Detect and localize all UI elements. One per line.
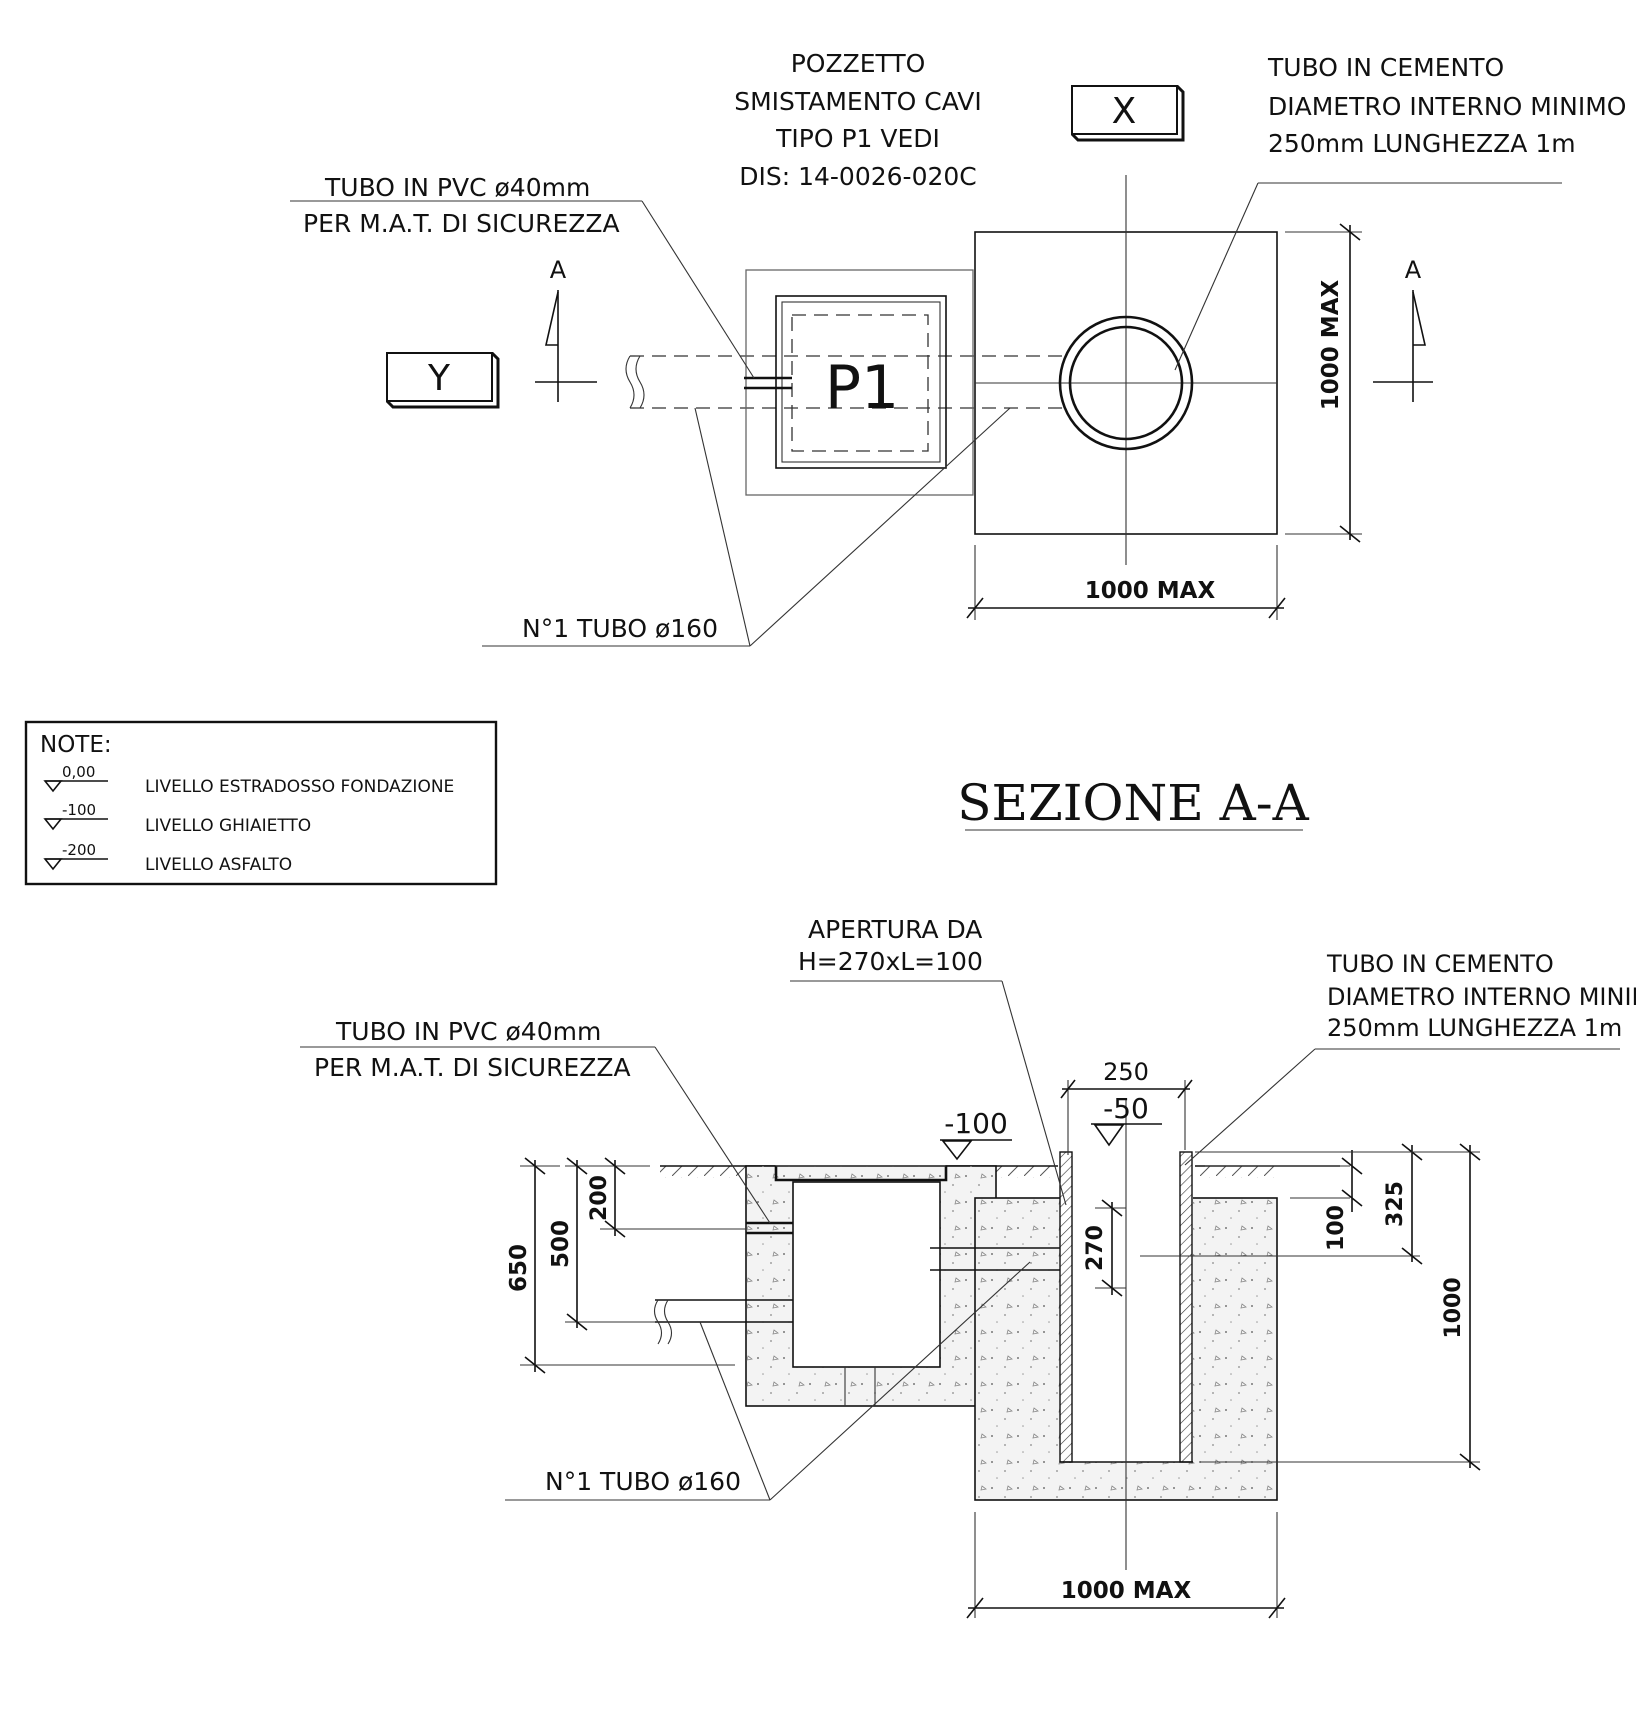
plan-view: POZZETTO SMISTAMENTO CAVI TIPO P1 VEDI D… [290,49,1626,647]
pozzetto-line-2: SMISTAMENTO CAVI [734,87,982,116]
dim-100: 100 [1205,1150,1363,1251]
label-y-box: Y [385,351,500,409]
note-item: -200 LIVELLO ASFALTO [43,841,292,875]
svg-text:-100: -100 [62,801,96,819]
svg-text:-200: -200 [62,841,96,859]
section-title: SEZIONE A-A [957,774,1309,832]
p1-label: P1 [825,353,899,423]
section-mark-right: A [1373,256,1433,402]
dim-width-section-label: 1000 MAX [1061,1578,1192,1604]
label-y: Y [427,358,451,399]
dim-width-section: 1000 MAX [966,1512,1286,1619]
svg-text:250: 250 [1103,1058,1149,1086]
section-tubo-cemento-2: DIAMETRO INTERNO MINIMO [1327,983,1636,1011]
svg-text:-50: -50 [1103,1092,1149,1125]
pozzetto-p1-plan: P1 [744,269,974,496]
svg-text:100: 100 [1324,1205,1349,1251]
section-tubo-cemento-1: TUBO IN CEMENTO [1326,950,1554,978]
tubo-cemento-line-3: 250mm LUNGHEZZA 1m [1268,129,1576,158]
pozzetto-line-4: DIS: 14-0026-020C [739,162,977,191]
label-x: X [1112,91,1137,132]
pipe-160-plan [625,355,1065,409]
section-tubo-pvc-1: TUBO IN PVC ø40mm [335,1017,601,1046]
svg-text:LIVELLO ESTRADOSSO FONDAZIONE: LIVELLO ESTRADOSSO FONDAZIONE [145,777,454,797]
svg-text:A: A [550,256,567,284]
svg-text:200: 200 [587,1175,612,1221]
pozzetto-line-1: POZZETTO [791,49,926,78]
svg-text:LIVELLO GHIAIETTO: LIVELLO GHIAIETTO [145,816,311,836]
svg-text:270: 270 [1083,1225,1108,1271]
note-item: -100 LIVELLO GHIAIETTO [43,801,311,836]
dim-650: 650 [506,1157,735,1374]
dim-270: 270 [1083,1199,1126,1297]
section-view: SEZIONE A-A APERTURA DA H=270xL=100 TUBO… [300,774,1636,1619]
dim-width-plan: 1000 MAX [966,545,1286,620]
tubo-cemento-plan [974,175,1278,565]
apertura-line-1: APERTURA DA [808,915,982,944]
dim-250: 250 [1060,1058,1193,1155]
tubo-pvc-line-2: PER M.A.T. DI SICUREZZA [303,209,620,238]
dim-200: 200 [587,1157,746,1238]
section-tubo-cemento-3: 250mm LUNGHEZZA 1m [1327,1014,1622,1042]
svg-text:325: 325 [1383,1181,1408,1227]
dim-width-label: 1000 MAX [1085,578,1216,604]
dim-500: 500 [548,1157,655,1331]
section-mark-left: A [535,256,597,402]
svg-text:LIVELLO ASFALTO: LIVELLO ASFALTO [145,855,292,875]
pozzetto-line-3: TIPO P1 VEDI [775,124,940,153]
level-mark-100: -100 [940,1107,1012,1161]
svg-text:-100: -100 [944,1107,1008,1140]
tubo-160-plan-label: N°1 TUBO ø160 [522,614,718,643]
svg-text:0,00: 0,00 [62,763,95,781]
notes-title: NOTE: [40,732,112,758]
svg-text:A: A [1405,256,1422,284]
dim-1000: 1000 [1200,1143,1481,1471]
apertura-line-2: H=270xL=100 [798,947,983,976]
notes-box: NOTE: 0,00 LIVELLO ESTRADOSSO FONDAZIONE… [24,720,498,886]
dim-height-plan: 1000 MAX [1285,223,1362,543]
tubo-cemento-line-2: DIAMETRO INTERNO MINIMO [1268,92,1626,121]
level-mark-50: -50 [1091,1092,1162,1147]
tubo-cemento-line-1: TUBO IN CEMENTO [1267,53,1504,82]
label-x-box: X [1070,84,1185,142]
dim-325: 325 [1140,1143,1423,1265]
tubo-pvc-line-1: TUBO IN PVC ø40mm [324,173,590,202]
svg-text:1000: 1000 [1441,1277,1466,1338]
section-tubo-pvc-2: PER M.A.T. DI SICUREZZA [314,1053,631,1082]
svg-text:650: 650 [506,1244,532,1292]
dim-height-label: 1000 MAX [1318,280,1344,411]
svg-text:500: 500 [548,1220,574,1268]
note-item: 0,00 LIVELLO ESTRADOSSO FONDAZIONE [43,763,454,797]
tubo-160-section-label: N°1 TUBO ø160 [545,1467,741,1496]
